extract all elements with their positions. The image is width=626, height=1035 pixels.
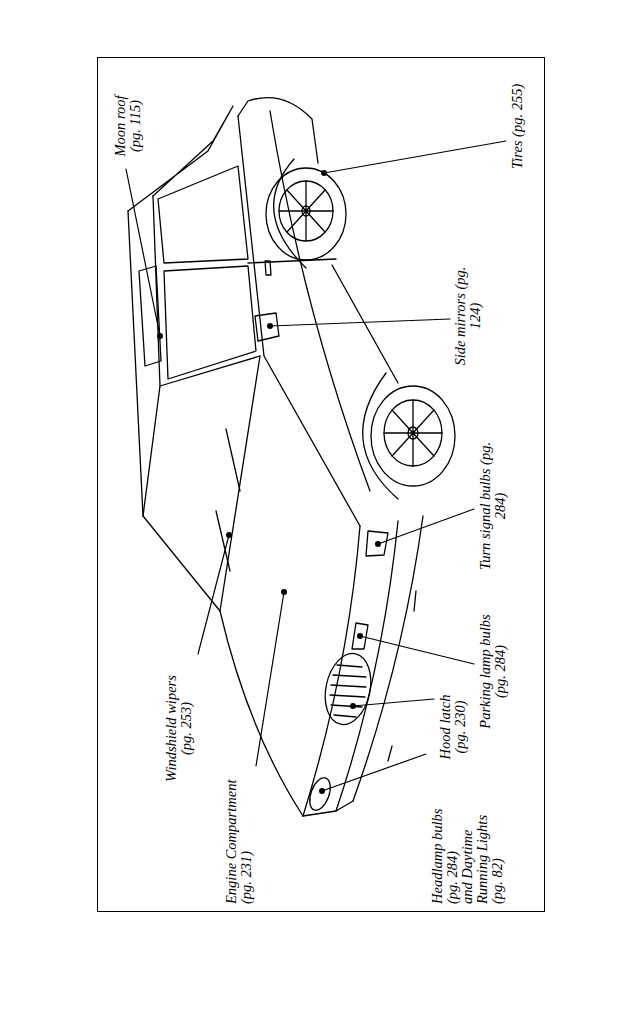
rear-end <box>238 98 318 163</box>
wiper-blades <box>216 429 240 571</box>
rear-window <box>128 106 233 211</box>
part-label: Turn signal bulbs (pg. 284) <box>478 441 508 571</box>
side-window <box>158 166 248 263</box>
bumper-slot <box>388 591 416 761</box>
wheel-spokes <box>279 181 333 241</box>
leader-dot <box>319 788 325 794</box>
figure-frame: Moon roof (pg. 115)Tires (pg. 255)Side m… <box>97 57 545 912</box>
door-line <box>248 259 336 263</box>
parking-lamp <box>352 623 368 649</box>
part-label: Hood latch (pg. 230) <box>438 687 468 767</box>
belt-line <box>238 116 360 526</box>
leader-dot <box>281 589 287 595</box>
leader-line <box>322 754 426 791</box>
leader-dot <box>157 333 163 339</box>
roof-line <box>128 196 160 516</box>
leader-line <box>378 509 474 544</box>
part-label: Parking lamp bulbs (pg. 284) <box>478 604 508 739</box>
part-label: Engine Compartment (pg. 231) <box>224 764 254 904</box>
leader-line <box>360 636 474 664</box>
leader-dot <box>267 323 273 329</box>
front-lens <box>319 649 377 729</box>
leader-line <box>324 141 506 173</box>
leader-dot <box>375 541 381 547</box>
leader-dots <box>157 170 381 794</box>
wheel-spokes <box>384 400 442 466</box>
side-window <box>164 266 256 379</box>
leader-dot <box>357 633 363 639</box>
rear-rim <box>279 181 333 241</box>
front-tire <box>371 386 455 486</box>
rear-tire <box>266 168 346 260</box>
rocker-line <box>332 265 398 383</box>
part-label: and Daytime Running Lights (pg. 82) <box>460 789 505 904</box>
leader-line <box>126 169 160 336</box>
door-handle <box>265 261 271 275</box>
headlamp <box>306 775 335 813</box>
side-mirror <box>255 313 279 341</box>
part-label: Moon roof (pg. 115) <box>113 86 143 166</box>
windshield-base <box>220 356 260 611</box>
leader-line <box>198 535 229 654</box>
front-rim <box>384 400 442 466</box>
part-label: Tires (pg. 255) <box>510 39 525 169</box>
leader-dot <box>350 703 356 709</box>
grille-lines <box>330 665 366 717</box>
moon-roof <box>139 266 161 366</box>
turn-signal-lamp <box>366 531 388 556</box>
leader-dot <box>226 532 232 538</box>
part-label: Headlamp bulbs (pg. 284) <box>430 789 460 904</box>
leader-line <box>353 699 434 706</box>
leader-line <box>270 319 450 326</box>
windshield <box>143 356 260 611</box>
leader-dot <box>321 170 327 176</box>
part-label: Windshield wipers (pg. 253) <box>164 666 194 791</box>
leader-line <box>256 592 284 766</box>
part-label: Side mirrors (pg. 124) <box>453 266 483 366</box>
leader-lines <box>126 141 506 791</box>
